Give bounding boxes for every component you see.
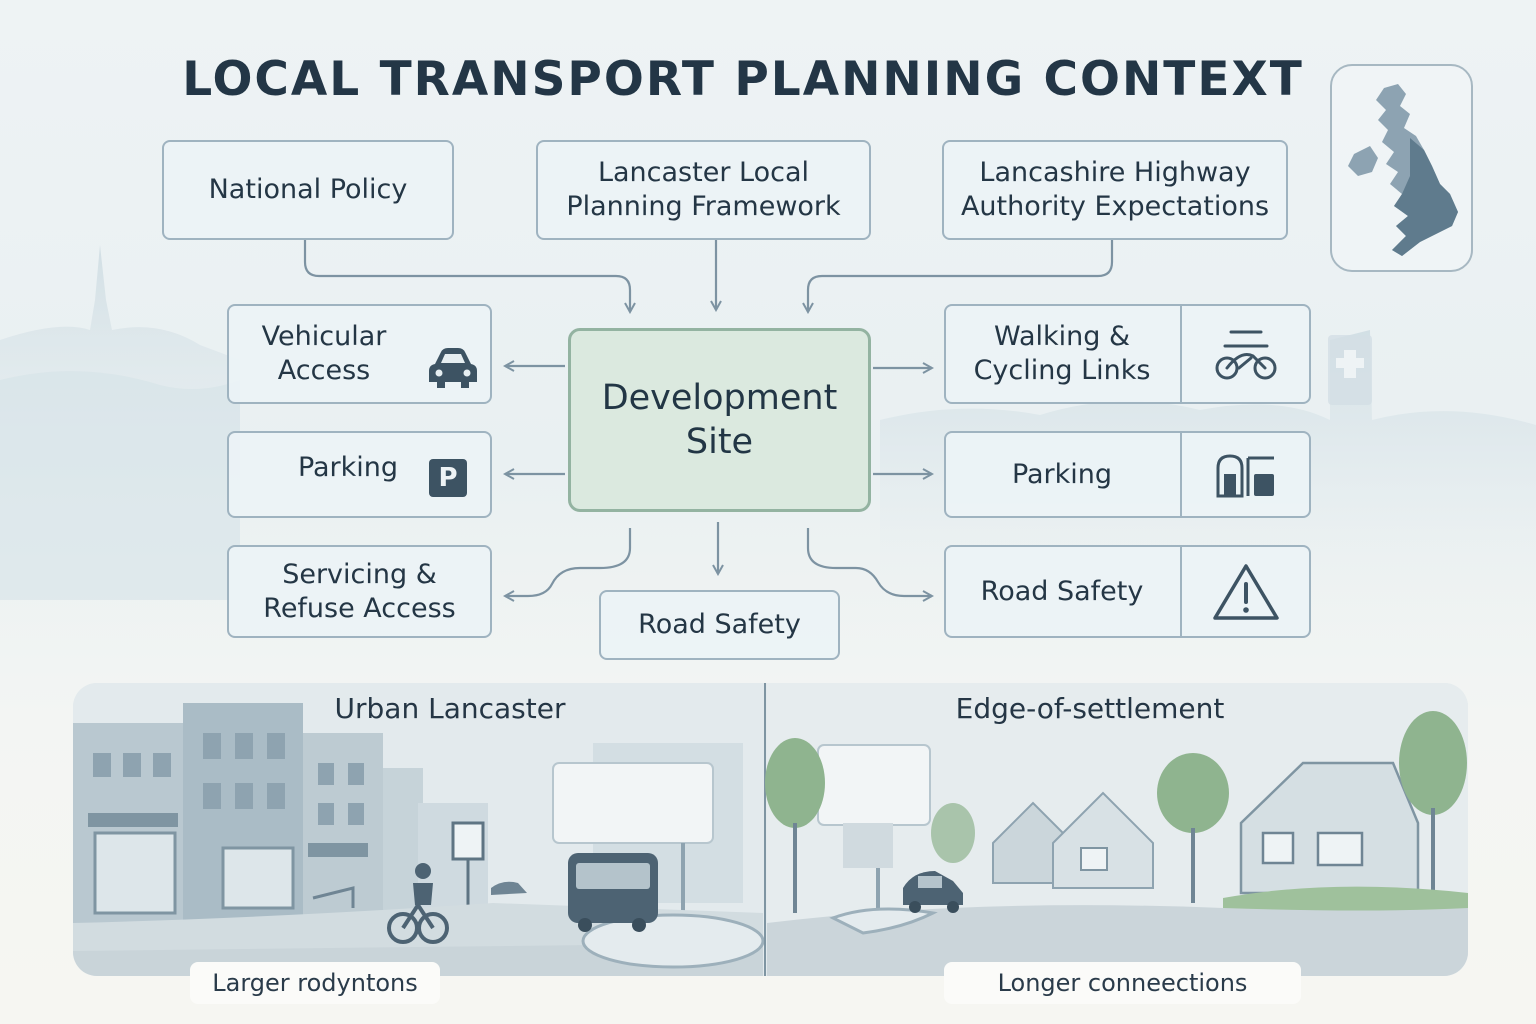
parking-box-right: Parking	[944, 431, 1311, 518]
parking-box-left: Parking P	[227, 431, 492, 518]
icon-cell	[1182, 306, 1309, 402]
icon-cell	[1182, 547, 1309, 636]
page-title: LOCAL TRANSPORT PLANNING CONTEXT	[182, 52, 1304, 107]
parking-label-right: Parking	[1011, 458, 1113, 490]
urban-caption: Larger rodyntons	[190, 962, 440, 1004]
urban-scene	[73, 703, 765, 976]
national-policy-label: National Policy	[208, 174, 408, 205]
warning-triangle-icon	[1212, 563, 1279, 620]
parking-sign-letter: P	[438, 463, 458, 493]
walking-cycling-box: Walking & Cycling Links	[944, 304, 1311, 404]
parking-sign-icon: P	[429, 459, 467, 497]
development-site-box: Development Site	[568, 328, 871, 512]
servicing-label: Servicing & Refuse Access	[263, 558, 456, 624]
edge-scene	[765, 683, 1468, 976]
vehicular-access-box: Vehicular Access	[227, 304, 492, 404]
uk-map-card	[1330, 64, 1473, 272]
edge-caption: Longer conneections	[944, 962, 1301, 1004]
walking-cycling-label: Walking & Cycling Links	[973, 321, 1151, 386]
car-icon	[429, 348, 477, 388]
highway-authority-label: Lancashire Highway Authority Expectation…	[960, 157, 1270, 222]
local-framework-label: Lancaster Local Planning Framework	[566, 157, 841, 222]
scenario-panel	[73, 683, 1468, 976]
road-safety-label-right: Road Safety	[980, 575, 1144, 607]
icon-cell	[1182, 433, 1309, 516]
road-safety-box-right: Road Safety	[944, 545, 1311, 638]
box-divider	[1180, 306, 1182, 402]
parking-garage-icon	[1216, 453, 1274, 497]
highway-authority-box: Lancashire Highway Authority Expectation…	[942, 140, 1288, 240]
servicing-box: Servicing & Refuse Access	[227, 545, 492, 638]
urban-panel-title: Urban Lancaster	[334, 692, 566, 725]
uk-map-icon	[1348, 84, 1458, 256]
box-divider	[1180, 433, 1182, 516]
road-safety-box-center: Road Safety	[599, 590, 840, 660]
road-safety-label-center: Road Safety	[638, 609, 801, 640]
edge-panel-title: Edge-of-settlement	[955, 692, 1225, 725]
box-divider	[1180, 547, 1182, 636]
local-framework-box: Lancaster Local Planning Framework	[536, 140, 871, 240]
national-policy-box: National Policy	[162, 140, 454, 240]
scenario-illustration	[73, 683, 1468, 976]
parking-label-left: Parking	[297, 451, 399, 483]
vehicular-access-label: Vehicular Access	[261, 321, 387, 386]
bicycle-icon	[1215, 330, 1276, 380]
